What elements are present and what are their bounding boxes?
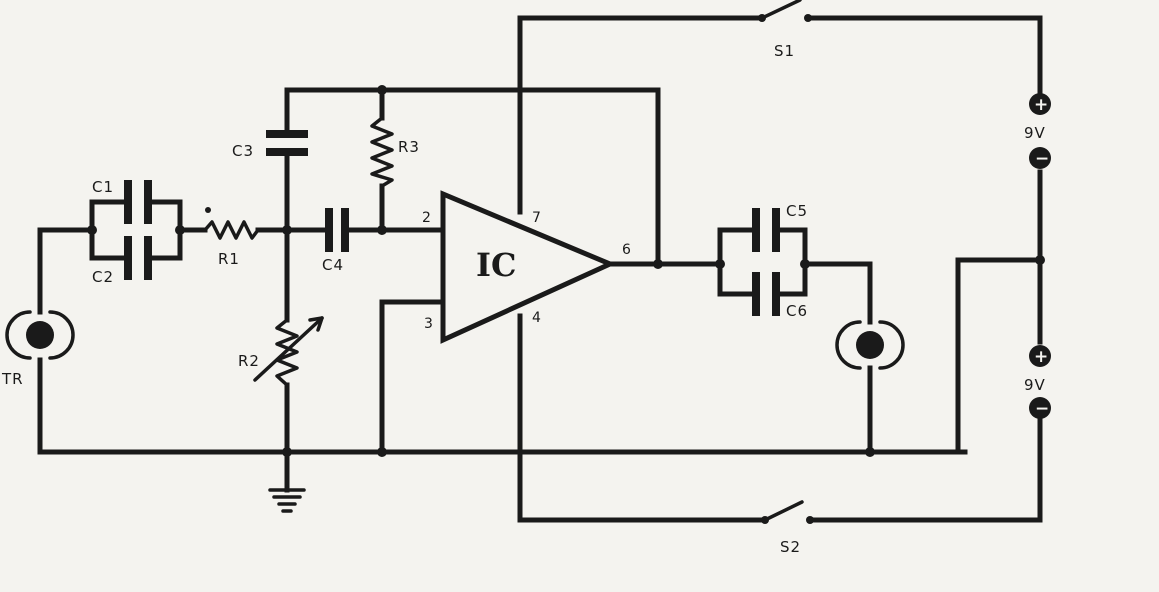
label-r2: R2 <box>238 352 260 370</box>
wire-pin7-rail <box>517 15 765 215</box>
ic-label: IC <box>476 246 516 284</box>
label-c5: C5 <box>786 202 808 220</box>
wire-c6-left <box>717 261 755 297</box>
resistor-r2 <box>253 316 324 387</box>
label-c3: C3 <box>232 142 254 160</box>
battery-bottom-plus-sign: + <box>1034 347 1048 367</box>
label-battery-top: 9V <box>1024 124 1046 142</box>
wire-feedback <box>284 87 661 267</box>
wire-to-output-jack <box>802 261 873 325</box>
battery-top-plus-sign: + <box>1034 95 1048 115</box>
wire-c5-left <box>717 227 755 267</box>
pin-2-label: 2 <box>422 210 431 226</box>
label-s1: S1 <box>774 42 795 60</box>
junction-dots <box>87 85 1045 457</box>
pin-4-label: 4 <box>532 310 541 326</box>
wire-c5-right <box>779 227 808 267</box>
pin-3-label: 3 <box>424 316 433 332</box>
label-c4: C4 <box>322 256 344 274</box>
label-battery-bottom: 9V <box>1024 376 1046 394</box>
label-tr: TR <box>1 370 24 388</box>
battery-bottom-minus-sign: − <box>1035 399 1049 419</box>
input-jack <box>5 310 75 360</box>
wire-input-top <box>37 227 95 315</box>
label-r1: R1 <box>218 250 240 268</box>
capacitor-c3 <box>266 130 308 156</box>
label-c1: C1 <box>92 178 114 196</box>
wire-c2-left <box>89 227 125 261</box>
ground-symbol <box>268 488 306 513</box>
capacitor-c4 <box>325 208 349 252</box>
label-r3: R3 <box>398 138 420 156</box>
battery-top: + − <box>1029 93 1051 169</box>
capacitor-c2 <box>124 236 152 280</box>
resistor-r1 <box>203 220 260 240</box>
wire-battery-ground <box>955 257 1043 455</box>
label-s2: S2 <box>780 538 801 556</box>
battery-top-minus-sign: − <box>1035 149 1049 169</box>
wire-ground-bus <box>37 357 968 455</box>
battery-bottom: + − <box>1029 345 1051 419</box>
switch-s1 <box>758 0 812 22</box>
output-jack <box>835 320 905 370</box>
capacitor-c6 <box>752 272 780 316</box>
wire-c2-right <box>151 227 183 261</box>
wire-c1-right <box>151 199 183 233</box>
wire-s2-battery <box>807 417 1043 523</box>
wire-c1-left <box>89 199 125 233</box>
label-c2: C2 <box>92 268 114 286</box>
resistor-r3 <box>370 116 394 188</box>
ic-opamp <box>440 190 617 344</box>
wire-pin4-rail <box>517 313 768 523</box>
wires <box>37 15 1043 523</box>
pin-6-label: 6 <box>622 242 631 258</box>
switch-s2 <box>761 500 814 524</box>
wire-pin3-ground <box>379 299 446 455</box>
wire-s1-battery <box>805 15 1043 95</box>
capacitor-c1 <box>124 180 152 224</box>
pin-7-label: 7 <box>532 210 541 226</box>
capacitor-c5 <box>752 208 780 252</box>
wire-c6-right <box>779 261 808 297</box>
label-c6: C6 <box>786 302 808 320</box>
